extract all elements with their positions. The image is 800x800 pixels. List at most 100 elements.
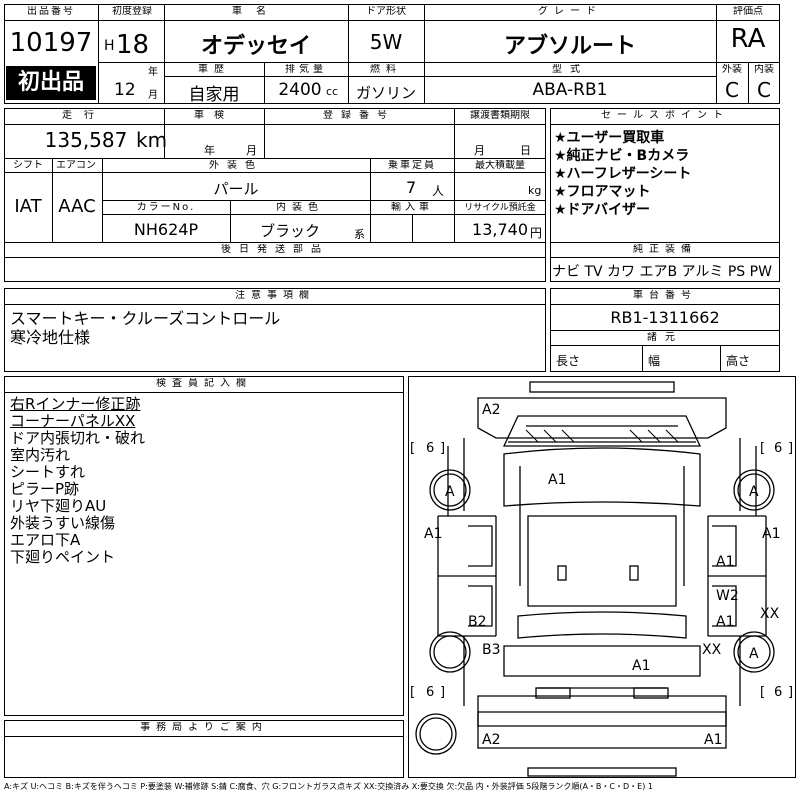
details-block [4,108,546,282]
mark-right-front-fender: A1 [762,526,780,542]
mark-rear-bumper-left: A2 [482,732,500,748]
notes-label: 注意事項欄 [235,290,315,301]
mark-rear-bumper-right: A1 [704,732,722,748]
later-parts-label: 後日発送部品 [221,244,329,255]
lot-number-label: 出品番号 [27,6,75,17]
inspection-label: 車検 [194,110,234,121]
header-block [4,4,780,104]
sales-point-item: ★ユーザー買取車 [554,130,665,146]
inspector-line: 右Rインナー修正跡 [10,395,141,413]
int-color-label: 内装色 [276,202,324,213]
ac: AAC [58,196,96,217]
shift: IAT [14,196,42,217]
sales-point-item: ★フロアマット [554,184,651,200]
fuel-label: 燃料 [370,64,402,75]
tire-depth-rr: 6 [774,685,782,700]
inspection-year-unit: 年 [204,144,215,157]
sales-point-list: ★ユーザー買取車 ★純正ナビ・Bカメラ ★ハーフレザーシート ★フロアマット ★ドアバイ… [554,129,776,219]
reg-year-unit: 年 [148,67,158,78]
mark-left-rear-quarter: B3 [482,642,501,658]
reg-year: 18 [116,30,150,60]
note-line: 寒冷地仕様 [10,328,91,347]
int-color: ブラック [259,222,320,240]
inspector-line: ドア内張切れ・破れ [10,429,146,447]
mark-front-bumper: A2 [482,402,500,418]
width-label: 幅 [648,354,661,368]
equipment: ナビ TV カワ エアB アルミ PS PW [552,264,772,280]
door-label: ドア形状 [366,6,406,17]
ext-color-label: 外装色 [209,160,263,171]
sales-point-block [550,108,780,282]
tire-depth-rl-open: [ [410,685,415,700]
inspector-label: 検査員記入欄 [156,378,252,389]
door-type: 5W [369,30,403,54]
note-line: スマートキー・クルーズコントロール [10,309,281,328]
tire-depth-rr-open: [ [760,685,765,700]
reg-month: 12 [114,80,136,100]
mark-left-front-fender: A1 [424,526,442,542]
mark-hood: A1 [548,472,566,488]
inspector-line: シートすれ [10,463,86,481]
mark-fr-tire: A [749,484,759,500]
mileage-unit: km [136,128,168,152]
transfer-label: 譲渡書類期限 [470,110,530,121]
mark-rr-tire: A [749,646,759,662]
equipment-label: 純正装備 [633,244,697,255]
mileage-label: 走行 [62,110,106,121]
reg-month-unit: 月 [148,90,158,101]
maxload-unit: kg [528,184,542,197]
color-no-label: カラーNo. [136,202,196,213]
capacity-label: 乗車定員 [388,160,436,171]
inspection-month-unit: 月 [246,144,257,157]
tire-depth-rl-close: ] [440,685,445,700]
inspector-line: リヤ下廻りAU [10,497,107,515]
score-label: 評価点 [733,6,763,17]
first-listing-badge: 初出品 [6,66,96,100]
height-label: 高さ [726,354,751,368]
model: ABA-RB1 [532,80,608,100]
grade-label: グレード [538,6,602,17]
recycle-label: リサイクル預託金 [464,203,536,213]
int-score-label: 内装 [754,64,774,75]
car-name-label: 車名 [232,6,280,17]
int-color-unit: 系 [354,228,365,241]
tire-depth-fl-close: ] [440,441,445,456]
capacity-unit: 人 [432,184,445,198]
inspector-line: エアロ下A [10,531,81,549]
tire-depth-fr-close: ] [788,441,793,456]
mark-right-front-door: A1 [716,554,734,570]
int-score: C [757,78,771,102]
tire-depth-fr: 6 [774,441,782,456]
ac-label: エアコン [56,160,96,171]
mark-roof-rear: A1 [632,658,650,674]
chassis-number: RB1-1311662 [610,308,720,327]
capacity: 7 [406,178,417,197]
length-label: 長さ [556,354,581,368]
ext-color: パール [213,180,259,198]
inspector-line: ピラーP跡 [10,480,80,498]
mark-right-rear-door: A1 [716,614,734,630]
mark-left-rear-door: B2 [468,614,487,630]
history: 自家用 [188,85,240,105]
displacement-unit: cc [326,85,339,98]
color-no: NH624P [133,220,199,239]
car-diagram: A2 A1 A A A1 A1 A1 W2 A1 XX B2 B3 XX A1 … [410,381,793,777]
car-name: オデッセイ [200,34,311,59]
notes-block [4,288,546,372]
office-label: 事務局よりご案内 [140,722,268,733]
transfer-month-unit: 月 [474,144,485,157]
history-label: 車歴 [198,64,230,75]
fuel: ガソリン [355,84,416,102]
sales-point-item: ★ドアバイザー [554,202,650,218]
grade: アブソルート [503,34,636,59]
ext-score: C [725,78,739,102]
sales-point-item: ★ハーフレザーシート [554,166,692,182]
first-reg-label: 初度登録 [112,6,152,17]
sales-point-item: ★純正ナビ・Bカメラ [554,148,690,164]
shift-label: シフト [13,160,43,171]
displacement-label: 排気量 [285,64,327,75]
tire-depth-fr-open: [ [760,441,765,456]
tire-depth-rl: 6 [426,685,434,700]
mileage: 135,587 [44,128,128,152]
import-label: 輸入車 [391,202,433,213]
